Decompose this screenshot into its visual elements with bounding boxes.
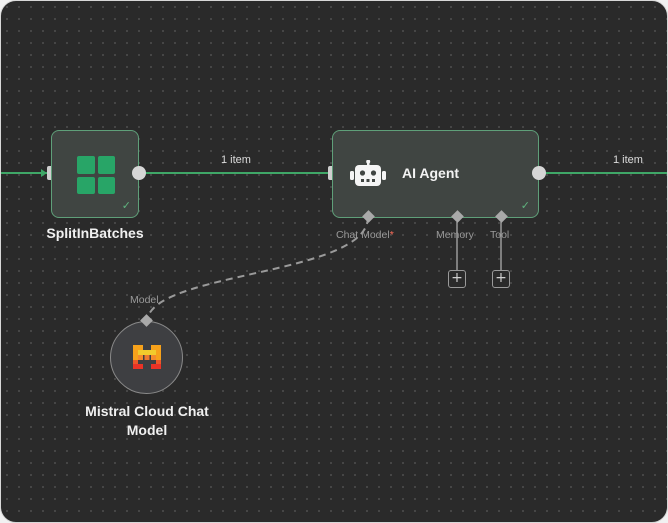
edge-label-item-count: 1 item: [221, 154, 251, 166]
mistral-title-line2: Model: [126, 422, 168, 438]
memory-port-label: Memory: [436, 229, 474, 241]
tool-port-label: Tool: [490, 229, 510, 241]
agent-input-port[interactable]: [328, 166, 335, 180]
chat-model-label-text: Chat Model: [336, 229, 390, 241]
ai-agent-node[interactable]: AI Agent ✓: [332, 130, 539, 218]
agent-output-port[interactable]: [532, 166, 546, 180]
robot-icon: [350, 160, 386, 186]
add-tool-button[interactable]: +: [492, 270, 510, 288]
add-memory-button[interactable]: +: [448, 270, 466, 288]
edge-label-item-count: 1 item: [613, 154, 643, 166]
batches-output-port[interactable]: [132, 166, 146, 180]
mistral-logo-icon: [133, 345, 161, 369]
mistral-chat-model-node[interactable]: [110, 321, 183, 394]
mistral-title-line1: Mistral Cloud Chat: [85, 403, 209, 419]
success-check-icon: ✓: [121, 199, 131, 212]
connection-chat-model[interactable]: [146, 216, 369, 322]
mistral-chat-model-title: Mistral Cloud Chat Model: [61, 402, 233, 440]
batches-input-port[interactable]: [47, 166, 54, 180]
split-in-batches-node[interactable]: ✓: [51, 130, 139, 218]
connection-arrowhead: [41, 169, 47, 177]
grid-icon: [77, 156, 115, 194]
chat-model-port-label: Chat Model*: [336, 229, 394, 241]
split-in-batches-title: SplitInBatches: [46, 225, 144, 241]
success-check-icon: ✓: [520, 199, 530, 212]
ai-agent-title: AI Agent: [402, 165, 460, 181]
required-indicator: *: [389, 229, 394, 241]
model-port-label: Model: [130, 294, 159, 306]
